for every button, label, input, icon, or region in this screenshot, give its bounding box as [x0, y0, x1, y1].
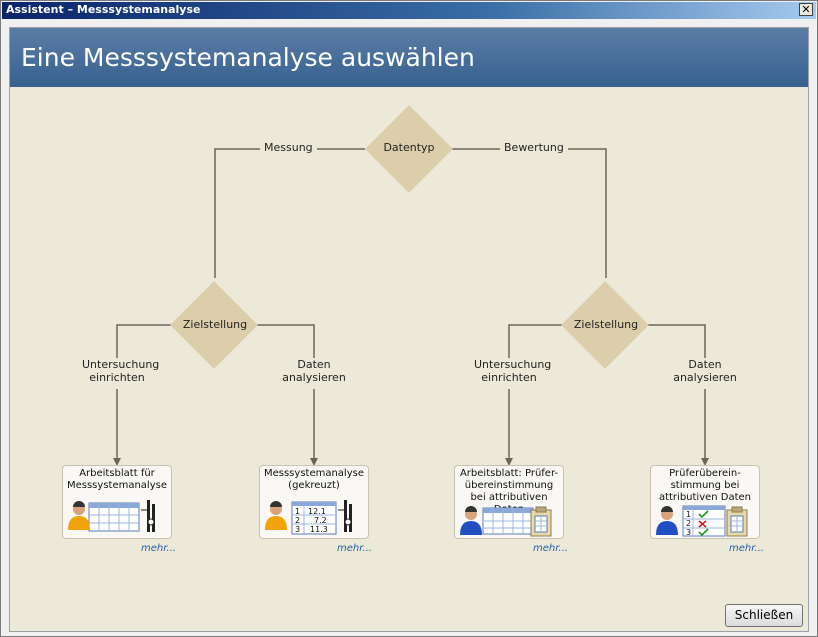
arrow-head: [505, 458, 513, 466]
table-cell: 2: [686, 519, 691, 528]
connector-line: [116, 324, 182, 358]
check-icon: [698, 528, 709, 537]
more-link[interactable]: mehr...: [141, 543, 176, 554]
card-title: Prüferüberein-stimmung bei attributiven …: [658, 468, 752, 503]
daten-right-label: Daten analysieren: [665, 358, 745, 384]
arrow-head: [310, 458, 318, 466]
window-title: Assistent – Messsystemanalyse: [6, 3, 201, 16]
card-gage-worksheet[interactable]: Arbeitsblatt für Messsystemanalyse: [62, 465, 172, 539]
card-attribute-worksheet[interactable]: Arbeitsblatt: Prüfer-übereinstimmung bei…: [454, 465, 564, 539]
connector-line: [638, 324, 706, 358]
table-cell: 2: [295, 516, 300, 525]
table-cell: 7.2: [314, 516, 327, 525]
card-title: Messsystemanalyse (gekreuzt): [263, 468, 364, 491]
card-attribute-agreement[interactable]: Prüferüberein-stimmung bei attributiven …: [650, 465, 760, 539]
window-close-button[interactable]: ✕: [799, 3, 813, 16]
datentyp-label: Datentyp: [383, 141, 435, 154]
table-cell: 3: [686, 528, 691, 537]
arrow-head: [113, 458, 121, 466]
connector-line: [247, 324, 315, 358]
close-button[interactable]: Schließen: [725, 604, 803, 627]
bewertung-branch-label: Bewertung: [500, 141, 568, 154]
zielstellung-right-label: Zielstellung: [573, 318, 639, 331]
table-cell: 11.3: [310, 525, 328, 534]
card-crossed-gage-rr[interactable]: Messsystemanalyse (gekreuzt) 1 12.1 2 7.…: [259, 465, 369, 539]
table-cell: 3: [295, 525, 300, 534]
daten-left-label: Daten analysieren: [274, 358, 354, 384]
untersuchung-right-label: Untersuchung einrichten: [474, 358, 552, 384]
worksheet-gage-icon: [68, 500, 155, 532]
page-title: Eine Messsystemanalyse auswählen: [21, 43, 475, 72]
more-link[interactable]: mehr...: [729, 543, 764, 554]
untersuchung-left-label: Untersuchung einrichten: [82, 358, 160, 384]
title-bar[interactable]: Assistent – Messsystemanalyse ✕: [2, 2, 816, 19]
zielstellung-left-label: Zielstellung: [182, 318, 248, 331]
check-icon: [698, 510, 709, 519]
table-cell: 12.1: [308, 507, 326, 516]
more-link[interactable]: mehr...: [337, 543, 372, 554]
card-title: Arbeitsblatt für Messsystemanalyse: [66, 468, 167, 491]
crossed-gage-icon: 1 12.1 2 7.2 3 11.3: [265, 500, 352, 535]
arrow-head: [701, 458, 709, 466]
content-panel: Eine Messsystemanalyse auswählen: [9, 27, 809, 632]
messung-branch-label: Messung: [260, 141, 317, 154]
more-link[interactable]: mehr...: [533, 543, 568, 554]
connector-line: [451, 148, 607, 278]
connector-line: [508, 324, 573, 358]
cross-icon: [698, 520, 707, 528]
table-cell: 1: [295, 507, 300, 516]
attribute-worksheet-icon: [460, 506, 552, 537]
table-cell: 1: [686, 510, 691, 519]
connector-line: [214, 148, 365, 278]
header-banner: Eine Messsystemanalyse auswählen: [10, 28, 808, 87]
attribute-agreement-icon: 1 2 3: [656, 505, 748, 537]
